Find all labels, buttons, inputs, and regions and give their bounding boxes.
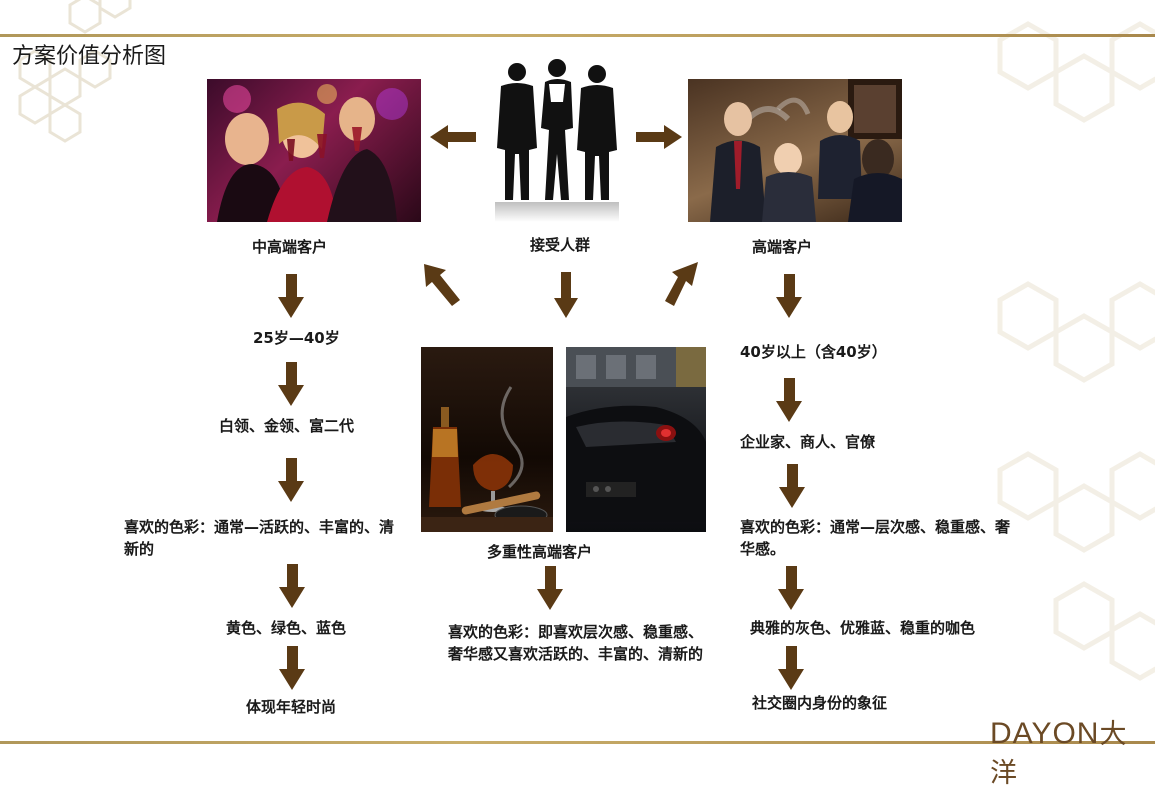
center-color-pref-label: 喜欢的色彩：即喜欢层次感、稳重感、奢华感又喜欢活跃的、丰富的、清新的 — [448, 623, 704, 663]
arrow-down-right-4-icon — [778, 566, 804, 610]
right-identity-label: 企业家、商人、官僚 — [740, 433, 876, 451]
top-gold-rule — [0, 34, 1155, 37]
arrow-down-right-2-icon — [776, 378, 802, 422]
dayon-logo: DAYON大洋 — [990, 712, 1155, 790]
page-title: 方案价值分析图 — [12, 44, 167, 69]
logo-latin-text: DAYON — [990, 717, 1100, 750]
left-age-label: 25岁—40岁 — [253, 329, 340, 347]
arrow-left-icon — [430, 125, 476, 149]
bottom-gold-rule — [0, 741, 1155, 744]
arrow-down-left-3-icon — [278, 458, 304, 502]
arrow-up-left-icon — [424, 264, 460, 306]
arrow-down-right-3-icon — [779, 464, 805, 508]
arrow-down-center-2-icon — [537, 566, 563, 610]
party-photo-icon — [207, 79, 421, 222]
right-meaning-label: 社交圈内身份的象征 — [752, 694, 888, 712]
arrow-down-left-1-icon — [278, 274, 304, 318]
elder-businessmen-photo-icon — [688, 79, 902, 222]
right-age-label: 40岁以上（含40岁） — [740, 343, 887, 361]
logo-cn-text: 大洋 — [990, 719, 1128, 789]
left-meaning-label: 体现年轻时尚 — [246, 698, 337, 716]
arrow-down-left-2-icon — [278, 362, 304, 406]
cognac-cigar-photo-icon — [421, 347, 553, 532]
business-silhouettes-icon — [485, 58, 625, 222]
right-colors-label: 典雅的灰色、优雅蓝、稳重的咖色 — [750, 619, 976, 637]
node-mid-high-label: 中高端客户 — [252, 238, 328, 256]
arrow-up-right-icon — [665, 262, 698, 306]
right-color-pref-label: 喜欢的色彩：通常—层次感、稳重感、奢华感。 — [740, 518, 1011, 558]
node-high-label: 高端客户 — [752, 238, 813, 256]
node-multi-high-label: 多重性高端客户 — [487, 543, 593, 561]
arrow-down-right-5-icon — [778, 646, 804, 690]
left-identity-label: 白领、金领、富二代 — [219, 417, 355, 435]
node-center-group-label: 接受人群 — [530, 236, 591, 254]
left-color-pref-label: 喜欢的色彩：通常—活跃的、丰富的、清新的 — [124, 518, 395, 558]
arrow-down-right-1-icon — [776, 274, 802, 318]
left-colors-label: 黄色、绿色、蓝色 — [226, 619, 347, 637]
arrow-down-left-4-icon — [279, 564, 305, 608]
arrow-down-center-icon — [554, 272, 578, 318]
arrow-right-icon — [636, 125, 682, 149]
arrow-down-left-5-icon — [279, 646, 305, 690]
sports-car-photo-icon — [566, 347, 706, 532]
